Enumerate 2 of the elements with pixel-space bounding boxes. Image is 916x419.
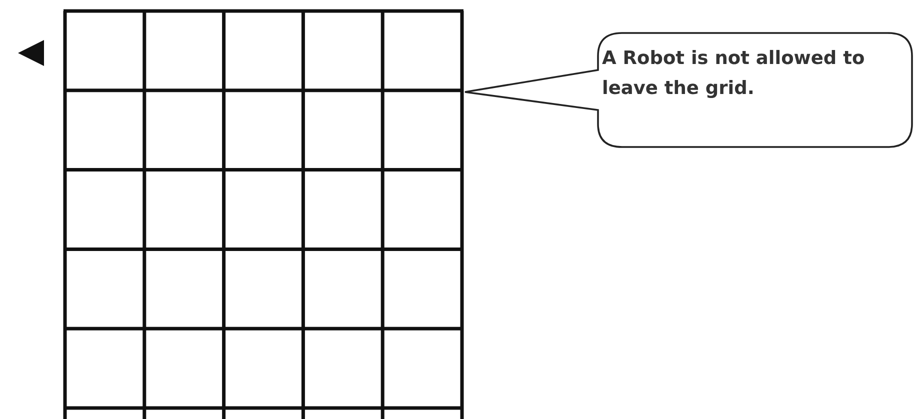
callout-text: A Robot is not allowed to leave the grid. bbox=[602, 47, 866, 101]
speech-bubble bbox=[462, 30, 914, 150]
